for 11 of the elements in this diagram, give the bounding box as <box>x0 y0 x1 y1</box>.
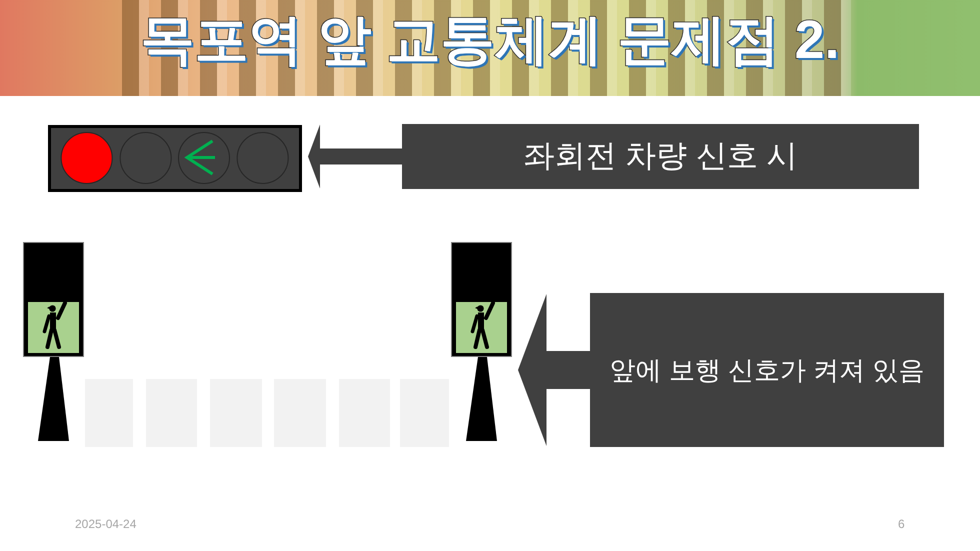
pedestrian-signal <box>451 242 512 441</box>
callout-panel <box>590 293 944 447</box>
callout-text: 좌회전 차량 신호 시 <box>524 137 798 176</box>
block-arrow <box>518 294 590 446</box>
traffic-light <box>48 125 302 192</box>
page-number: 6 <box>898 518 905 530</box>
date-text: 2025-04-24 <box>75 518 136 530</box>
callout-panel <box>402 124 919 189</box>
block-arrow <box>308 124 402 188</box>
pedestrian-signal <box>23 242 84 441</box>
callout-text: 앞에 보행 신호가 켜져 있음 <box>610 354 924 386</box>
